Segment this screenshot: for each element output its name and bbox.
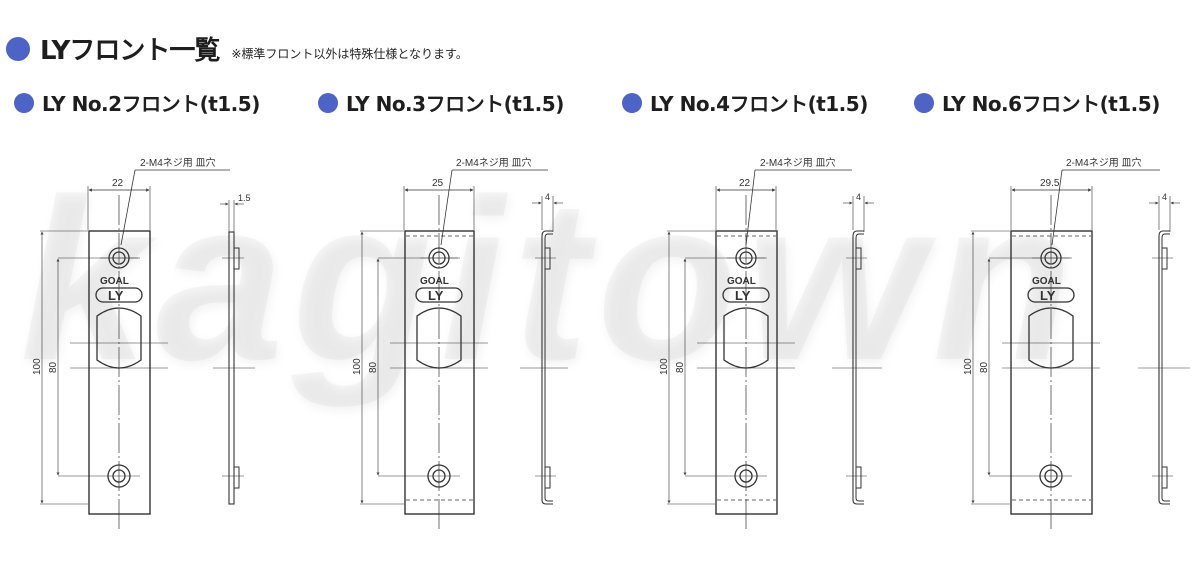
- thickness-dim: 4: [856, 192, 861, 202]
- thickness-dim: 4: [1162, 192, 1167, 202]
- logo-goal: GOAL: [727, 276, 756, 287]
- bullet-dot-icon: [6, 36, 30, 61]
- logo-ly: LY: [735, 288, 751, 303]
- bullet-dot-icon: [914, 92, 934, 113]
- logo-goal: GOAL: [1032, 276, 1061, 287]
- thickness-dim: 4: [545, 192, 550, 202]
- thickness-dim: 1.5: [238, 193, 251, 203]
- logo-ly: LY: [1040, 288, 1056, 303]
- bullet-dot-icon: [14, 92, 34, 113]
- page-note: ※標準フロント以外は特殊仕様となります。: [231, 47, 468, 61]
- logo-ly: LY: [428, 288, 444, 303]
- hole-pitch-dim: 80: [48, 361, 59, 373]
- screw-note: 2-M4ネジ用 皿穴: [456, 156, 532, 169]
- hole-pitch-dim: 80: [979, 361, 990, 373]
- height-total-dim: 100: [963, 358, 974, 375]
- page-title: LYフロント一覧 ※標準フロント以外は特殊仕様となります。: [6, 30, 468, 67]
- front-drawing-no2: 2-M4ネジ用 皿穴 22 GOAL LY 100 80: [32, 156, 255, 530]
- width-dim: 25: [432, 178, 444, 189]
- width-dim: 22: [112, 178, 124, 189]
- front-label-no6: LY No.6フロント(t1.5): [914, 88, 1160, 117]
- front-label-no2: LY No.2フロント(t1.5): [14, 88, 260, 117]
- page-title-text: LYフロント一覧: [40, 36, 220, 66]
- front-label-no4: LY No.4フロント(t1.5): [622, 88, 868, 117]
- hole-pitch-dim: 80: [675, 361, 686, 373]
- bullet-dot-icon: [622, 92, 642, 113]
- bullet-dot-icon: [318, 92, 338, 113]
- width-dim: 29.5: [1040, 178, 1060, 189]
- front-drawing-no4: 2-M4ネジ用 皿穴 22 GOAL LY 100 80 4: [659, 156, 882, 530]
- height-total-dim: 100: [352, 358, 363, 375]
- front-drawing-no6: 2-M4ネジ用 皿穴 29.5 GOAL LY 100 80 4: [963, 156, 1190, 530]
- height-total-dim: 100: [32, 358, 43, 375]
- logo-ly: LY: [108, 288, 124, 303]
- front-label-no3: LY No.3フロント(t1.5): [318, 88, 564, 117]
- screw-note: 2-M4ネジ用 皿穴: [1066, 156, 1142, 169]
- screw-note: 2-M4ネジ用 皿穴: [760, 156, 836, 169]
- height-total-dim: 100: [659, 358, 670, 375]
- logo-goal: GOAL: [420, 276, 449, 287]
- logo-goal: GOAL: [100, 276, 129, 287]
- front-drawing-no3: 2-M4ネジ用 皿穴 25 GOAL LY 100 80 4: [352, 156, 568, 530]
- width-dim: 22: [739, 178, 751, 189]
- hole-pitch-dim: 80: [368, 361, 379, 373]
- screw-note: 2-M4ネジ用 皿穴: [140, 156, 216, 169]
